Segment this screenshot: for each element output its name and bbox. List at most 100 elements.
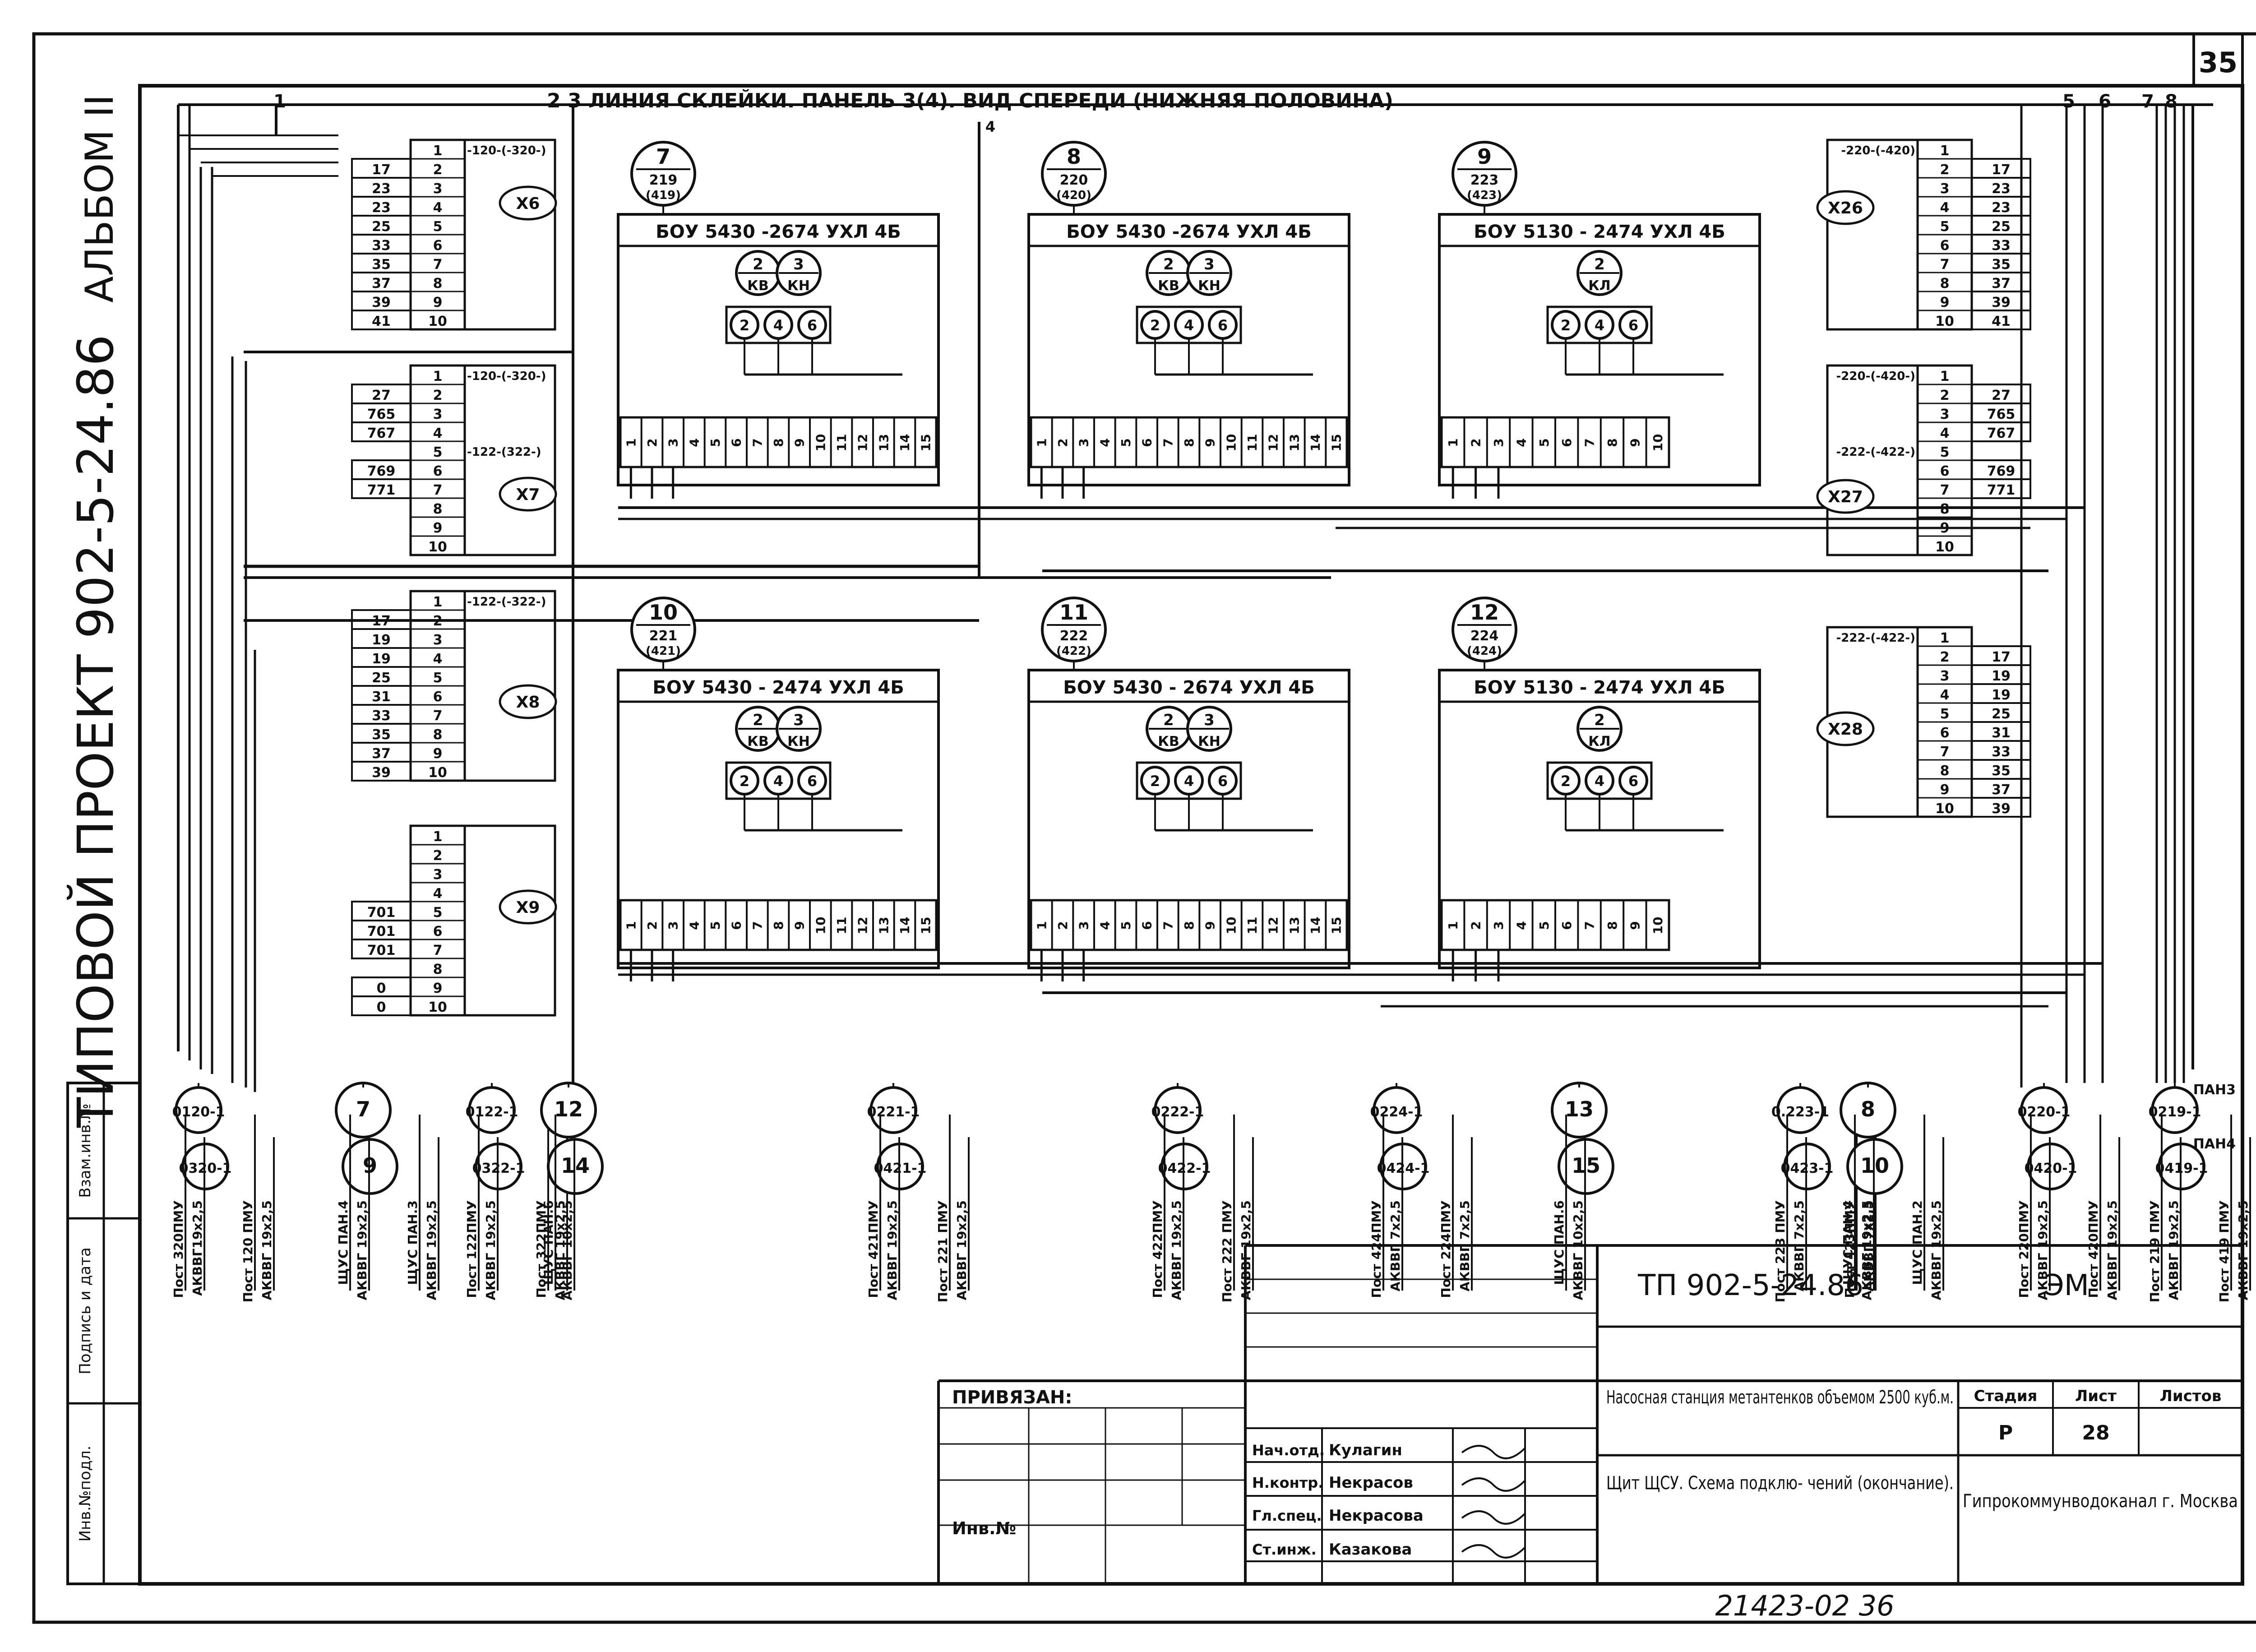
sheet-label: Лист — [2075, 1387, 2117, 1405]
wire-mark: 31 — [1992, 725, 2011, 741]
terminal-index: 4 — [433, 200, 443, 216]
block-body — [1826, 364, 1919, 556]
terminal-number: 1 — [1034, 921, 1049, 930]
terminal-number: 13 — [1287, 434, 1302, 452]
wire-mark: 765 — [1987, 407, 2016, 422]
wire-mark: 19 — [1992, 668, 2011, 684]
terminal-index: 2 — [433, 388, 443, 403]
wire-mark: 25 — [372, 670, 391, 686]
contact-number: 2 — [740, 317, 749, 334]
terminal-number: 8 — [1605, 921, 1620, 930]
terminal-number: 4 — [687, 921, 702, 930]
terminal-index: 2 — [1940, 649, 1950, 665]
contact-number: 4 — [1595, 773, 1604, 790]
album-label: АЛЬБОМ II — [77, 94, 122, 302]
terminal-index: 5 — [1940, 219, 1950, 235]
relay-number: 2 — [1163, 711, 1174, 729]
inv-label: Инв.№ — [952, 1518, 1016, 1538]
unit-code-alt: (422) — [1056, 644, 1091, 658]
wire-mark: 25 — [1992, 219, 2011, 235]
terminal-number: 6 — [1140, 921, 1155, 930]
cable-id: 0220-1 — [2018, 1104, 2071, 1120]
wire-mark: 17 — [372, 162, 391, 178]
strip-label: Взам.инв.№ — [76, 1103, 94, 1198]
cable-id: 0224-1 — [1370, 1104, 1423, 1120]
contact-number: 2 — [1561, 773, 1571, 790]
cable-text: АКВВГ 19х2,5 — [2236, 1200, 2251, 1300]
terminal-index: 9 — [1940, 295, 1950, 310]
terminal-index: 9 — [1940, 782, 1950, 798]
terminal-number: 8 — [1182, 921, 1197, 930]
cable-text: АКВВГ 19х2,5 — [1929, 1200, 1944, 1300]
terminal-index: 8 — [433, 276, 443, 292]
unit-number: 10 — [649, 600, 678, 625]
terminal-index: 10 — [428, 1000, 447, 1015]
cable-id: 12 — [554, 1097, 583, 1121]
cable-id: 0120-1 — [172, 1104, 225, 1120]
terminal-index: 4 — [433, 886, 443, 902]
terminal-index: 7 — [433, 708, 443, 724]
drawing-mark: ЭМ — [2044, 1269, 2089, 1302]
terminal-number: 14 — [897, 917, 912, 935]
potential-label: -122-(322-) — [467, 445, 541, 459]
cable-text: ЩУС ПАН.4 — [1840, 1200, 1855, 1285]
terminal-index: 3 — [433, 181, 443, 197]
unit-code: 223 — [1470, 172, 1499, 188]
terminal-index: 8 — [433, 962, 443, 977]
terminal-index: 2 — [433, 848, 443, 864]
terminal-index: 6 — [1940, 238, 1950, 254]
page-number-box — [2192, 32, 2244, 87]
block-tag — [499, 185, 557, 221]
person-name: Некрасов — [1329, 1474, 1413, 1492]
terminal-number: 8 — [771, 921, 786, 930]
terminal-number: 1 — [1034, 438, 1049, 447]
cable-text: Пост 223 ПМУ — [1773, 1200, 1788, 1302]
relay-number: 3 — [793, 255, 804, 273]
terminal-number: 10 — [1224, 917, 1239, 935]
contact-number: 6 — [1218, 317, 1228, 334]
cable-text: АКВВГ 19х2,5 — [259, 1200, 274, 1300]
terminal-number: 3 — [1077, 438, 1091, 447]
terminal-number: 7 — [750, 438, 765, 447]
potential-label: -122-(-322-) — [467, 595, 546, 609]
terminal-number: 13 — [876, 917, 891, 935]
terminal-index: 1 — [1940, 369, 1950, 384]
wire-mark: 33 — [1992, 238, 2011, 254]
wire-mark: 27 — [372, 388, 391, 403]
wire-mark: 17 — [1992, 162, 2011, 178]
wire-mark: 767 — [367, 426, 396, 441]
cable-id: 13 — [1565, 1097, 1594, 1121]
wire-mark: 35 — [372, 257, 391, 273]
terminal-number: 12 — [1266, 917, 1281, 935]
terminal-number: 7 — [1160, 438, 1175, 447]
terminal-index: 5 — [433, 905, 443, 921]
wire-mark: 0 — [377, 981, 386, 996]
terminal-number: 1 — [1446, 438, 1461, 447]
pan-label: ПАН4 — [2193, 1136, 2236, 1152]
stage-label: Стадия — [1974, 1387, 2038, 1405]
unit-code: 224 — [1470, 628, 1499, 644]
terminal-index: 7 — [1940, 257, 1950, 273]
sheets-label: Листов — [2160, 1387, 2222, 1405]
bus-number: 1 — [273, 91, 286, 112]
wire-mark: 701 — [367, 905, 396, 921]
cable-id: 8 — [1861, 1097, 1875, 1121]
wire-mark: 771 — [367, 482, 396, 498]
page-number: 35 — [2199, 46, 2238, 79]
wire-mark: 39 — [1992, 801, 2011, 817]
terminal-number: 8 — [771, 438, 786, 447]
relay-label: КЛ — [1588, 734, 1610, 750]
terminal-index: 8 — [1940, 501, 1950, 517]
wire-mark: 23 — [1992, 181, 2011, 197]
cable-text: Пост 422ПМУ — [1150, 1200, 1165, 1298]
terminal-number: 10 — [1650, 434, 1665, 452]
cable-text: АКВВГ 19х2,5 — [424, 1200, 439, 1300]
terminal-number: 5 — [1537, 438, 1552, 447]
bus-number: 6 — [2099, 91, 2111, 112]
relay-label: КВ — [747, 734, 768, 750]
wire-mark-cell — [1971, 310, 2031, 330]
header-mark: 4 — [985, 118, 995, 135]
terminal-number: 12 — [855, 917, 870, 935]
block-name: X6 — [516, 194, 540, 213]
